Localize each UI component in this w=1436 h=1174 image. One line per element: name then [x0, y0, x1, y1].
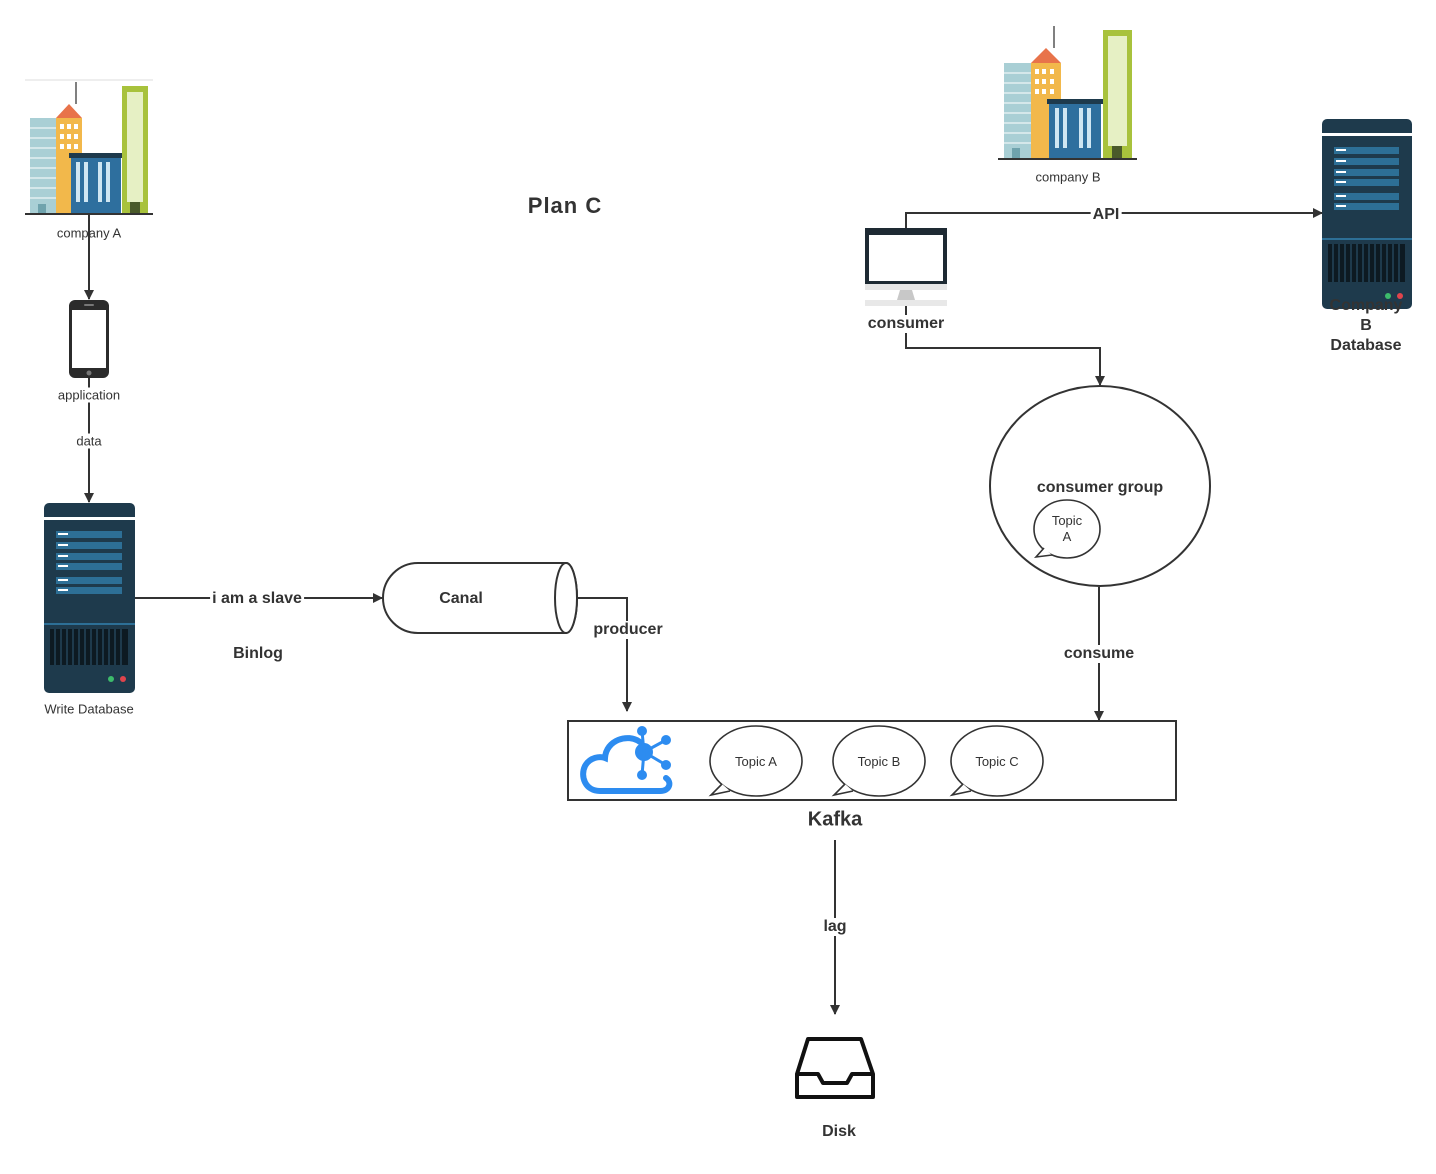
- kafka-cloud-icon: [580, 726, 673, 794]
- api-edge-label: API: [1090, 206, 1122, 224]
- company-b-label: company B: [1035, 169, 1101, 185]
- kafka-topic-a-label: Topic A: [735, 754, 777, 769]
- binlog-label: Binlog: [233, 645, 283, 662]
- disk-tray-icon: [795, 1037, 875, 1099]
- monitor-icon: [865, 228, 947, 306]
- company-b-database-server-icon: [1322, 119, 1412, 309]
- slave-edge-label: i am a slave: [210, 590, 304, 608]
- producer-edge-label: producer: [591, 621, 665, 639]
- consumer-group-label: consumer group: [1036, 479, 1164, 496]
- kafka-topic-b-bubble: [831, 725, 926, 797]
- consume-edge-label: consume: [1061, 645, 1137, 663]
- kafka-topic-a-bubble: [708, 725, 803, 797]
- consumer-label: consumer: [865, 315, 947, 333]
- write-database-label: Write Database: [44, 701, 134, 717]
- company-a-buildings-icon: [25, 79, 153, 215]
- write-database-server-icon: [44, 503, 135, 693]
- consumer-group-topic-label: Topic A: [1051, 513, 1083, 544]
- diagram-title: Plan C: [527, 193, 603, 218]
- canal-queue-shape: [382, 562, 578, 634]
- canal-label: Canal: [439, 590, 483, 607]
- kafka-topic-c-label: Topic C: [975, 754, 1019, 769]
- lag-edge-label: lag: [821, 918, 849, 936]
- smartphone-icon: [69, 300, 109, 378]
- kafka-topic-b-label: Topic B: [857, 754, 901, 769]
- company-b-buildings-icon: [998, 26, 1137, 160]
- consumer-group-topic-bubble: [1033, 499, 1101, 559]
- kafka-label: Kafka: [807, 808, 863, 831]
- kafka-topic-c-bubble: [949, 725, 1044, 797]
- company-b-database-label: Company B Database: [1329, 297, 1403, 354]
- company-a-label: company A: [56, 225, 122, 241]
- data-edge-label: data: [74, 433, 104, 449]
- edge-canal-to-kafka: [577, 597, 632, 712]
- application-label: application: [55, 387, 123, 403]
- edge-api: [905, 208, 1323, 228]
- disk-label: Disk: [822, 1123, 856, 1140]
